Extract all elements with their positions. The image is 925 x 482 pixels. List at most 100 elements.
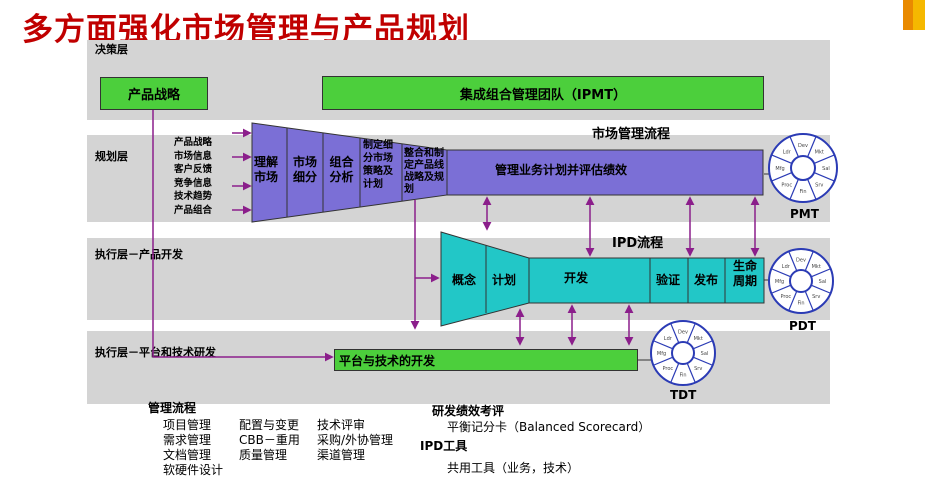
ipd-stage-lifecycle: 生命 周期 [732,259,757,288]
pdt-wheel [768,248,834,314]
wheel-segment-label: Proc [781,182,792,188]
mgmt-item: 质量管理 [239,448,288,462]
ipd-stage-concept: 概念 [452,273,477,287]
ipd-process-label: IPD流程 [612,236,664,251]
wheel-spoke [686,362,696,383]
input-item: 市场信息 [173,150,212,162]
wheel-spoke [789,136,799,158]
mgmt-item: 配置与变更 [239,418,300,432]
wheel-spoke [813,172,835,182]
wheel-segment-label: Proc [662,366,673,372]
pmt-label: PMT [790,207,819,221]
wheel-spoke [692,356,713,366]
wheel-segment-label: Sal [701,351,709,357]
wheel-segment-label: Mfg [775,279,784,285]
ipd-stage-launch: 发布 [694,273,719,287]
mgmt-item: 项目管理 [163,418,212,432]
layer-label-exec-product: 执行层－产品开发 [95,248,183,261]
wheel-segment-label: Sal [822,166,830,172]
wheel-spoke [653,340,674,350]
layer-label-decision: 决策层 [95,43,128,56]
wheel-spoke [804,251,814,272]
input-item: 技术趋势 [173,191,212,202]
wheel-spoke [686,323,696,344]
wheel-spoke [670,323,680,344]
layer-label-exec-platform: 执行层－平台和技术研发 [95,346,216,359]
wheel-segment-label: Ldr [782,264,791,270]
ipd-stage-verify: 验证 [656,273,681,287]
wheel-segment-label: Mkt [815,150,824,156]
market-stage-portfolio: 组合 分析 [329,155,354,184]
wheel-segment-label: Sal [819,279,827,285]
wheel-segment-label: Dev [798,143,808,149]
input-item: 竞争信息 [173,177,212,189]
wheel-segment-label: Proc [780,294,791,300]
ipmt-box: 集成组合管理团队（IPMT） [322,76,764,110]
market-stage-plan: 制定细 分市场 策略及 计划 [363,140,393,190]
mgmt-item: 需求管理 [163,433,212,447]
wheel-spoke [771,284,792,294]
wheel-segment-label: Fin [797,301,804,307]
market-process-label: 市场管理流程 [592,127,671,142]
mgmt-item: CBB－重用 [239,433,300,447]
manage-plan-label: 管理业务计划并评估绩效 [495,163,628,177]
wheel-segment-label: Fin [679,373,686,379]
wheel-segment-label: Dev [796,258,806,264]
market-stage-understand: 理解 市场 [253,155,278,184]
pdt-label: PDT [789,319,816,333]
wheel-segment-label: Srv [694,366,702,372]
mgmt-item: 软硬件设计 [163,463,224,477]
wheel-spoke [804,290,814,311]
wheel-segment-label: Dev [678,330,688,336]
mgmt-col3: 技术评审 采购/外协管理 渠道管理 [317,418,393,463]
wheel-spoke [653,356,674,366]
wheel-segment-label: Ldr [783,150,792,156]
wheel-segment-label: Ldr [664,336,673,342]
ipd-tool-item: 共用工具（业务，技术） [447,461,580,475]
market-stage-integrate: 整合和制 定产品线 战略及规 划 [404,148,444,195]
wheel-spoke [692,340,713,350]
wheel-segment-label: Mkt [694,336,703,342]
wheel-segment-label: Srv [815,182,823,188]
rd-item: 平衡记分卡（Balanced Scorecard） [447,420,651,434]
ipd-stage-develop: 开发 [564,271,589,285]
wheel-spoke [810,268,831,278]
mgmt-col1: 项目管理 需求管理 文档管理 软硬件设计 [163,418,223,478]
input-list: 产品战略 市场信息 客户反馈 竞争信息 技术趋势 产品组合 [160,136,212,217]
mgmt-col2: 配置与变更 CBB－重用 质量管理 [239,418,300,463]
mgmt-title: 管理流程 [148,401,197,415]
wheel-segment-label: Mfg [657,351,666,357]
wheel-segment-label: Fin [799,189,806,195]
wheel-spoke [807,178,817,200]
wheel-spoke [788,290,798,311]
input-item: 客户反馈 [173,164,212,175]
wheel-spoke [771,154,793,164]
tdt-label: TDT [670,388,697,402]
tdt-wheel [650,320,716,386]
wheel-spoke [813,154,835,164]
strategy-box: 产品战略 [100,77,208,110]
wheel-spoke [771,172,793,182]
input-item: 产品战略 [173,137,212,148]
wheel-spoke [788,251,798,272]
ipd-tool-title: IPD工具 [420,439,468,453]
market-stage-segment: 市场 细分 [292,155,317,184]
ipd-stage-plan: 计划 [492,273,517,287]
layer-label-planning: 规划层 [95,150,128,163]
input-item: 产品组合 [173,204,212,216]
wheel-spoke [771,268,792,278]
wheel-spoke [670,362,680,383]
mgmt-item: 渠道管理 [317,448,366,462]
wheel-spoke [810,284,831,294]
mgmt-item: 采购/外协管理 [317,433,394,447]
mgmt-item: 文档管理 [163,448,212,462]
wheel-spoke [789,178,799,200]
pmt-wheel [768,133,838,203]
wheel-spoke [807,136,817,158]
wheel-segment-label: Srv [812,294,820,300]
mgmt-item: 技术评审 [317,418,366,432]
rd-title: 研发绩效考评 [432,404,505,418]
manage-plan-bar [446,149,764,196]
wheel-segment-label: Mfg [775,166,784,172]
